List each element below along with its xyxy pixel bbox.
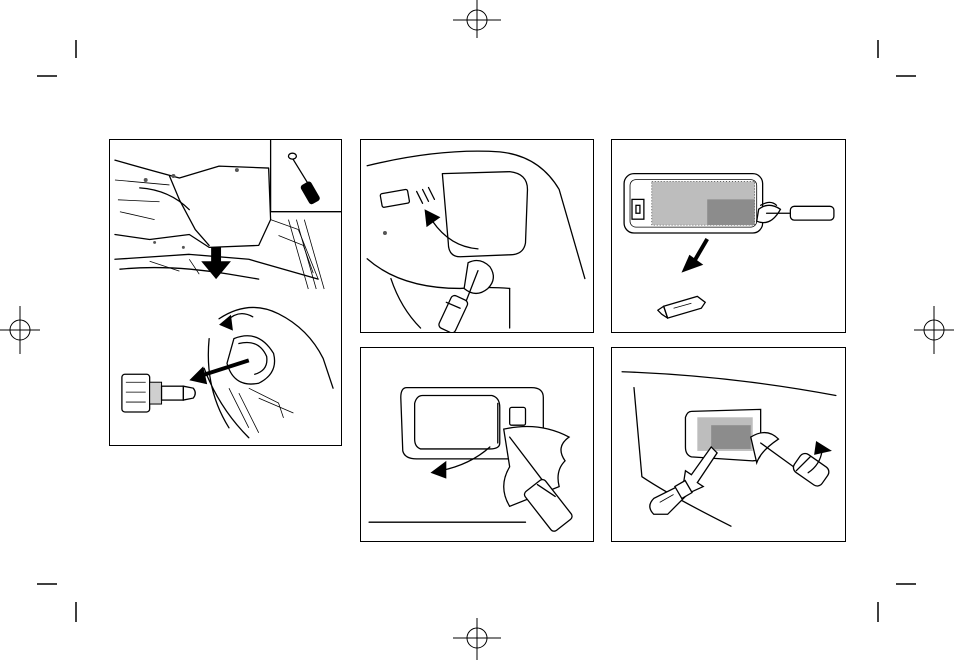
screwdriver-icon bbox=[438, 260, 494, 332]
figure-personal-light-lens bbox=[360, 347, 594, 542]
screwdriver-icon bbox=[504, 427, 574, 533]
headlight-bulb-icon bbox=[122, 374, 195, 412]
pry-arrow-icon bbox=[425, 209, 478, 249]
map-light-lens-removal-illustration bbox=[361, 140, 593, 332]
pry-arrow-icon bbox=[430, 447, 489, 479]
figure-map-light-lens bbox=[360, 139, 594, 333]
personal-light-lens-removal-illustration bbox=[361, 348, 593, 541]
figure-vanity-light-bulb bbox=[611, 139, 846, 333]
pull-arrow-icon bbox=[189, 360, 248, 384]
vanity-light-bulb-removal-illustration bbox=[612, 140, 845, 332]
figure-headlight-bulb bbox=[109, 139, 342, 446]
screwdriver-icon bbox=[757, 202, 834, 222]
lens-pattern bbox=[652, 182, 755, 226]
cargo-light-bulb-removal-illustration bbox=[612, 348, 845, 541]
festoon-bulb-icon bbox=[658, 296, 706, 318]
figure-cargo-light-bulb bbox=[611, 347, 846, 542]
lens-pattern bbox=[697, 417, 752, 451]
headlight-bulb-replacement-illustration bbox=[110, 140, 341, 445]
screwdriver-icon bbox=[288, 153, 320, 205]
down-arrow-icon bbox=[681, 239, 707, 273]
